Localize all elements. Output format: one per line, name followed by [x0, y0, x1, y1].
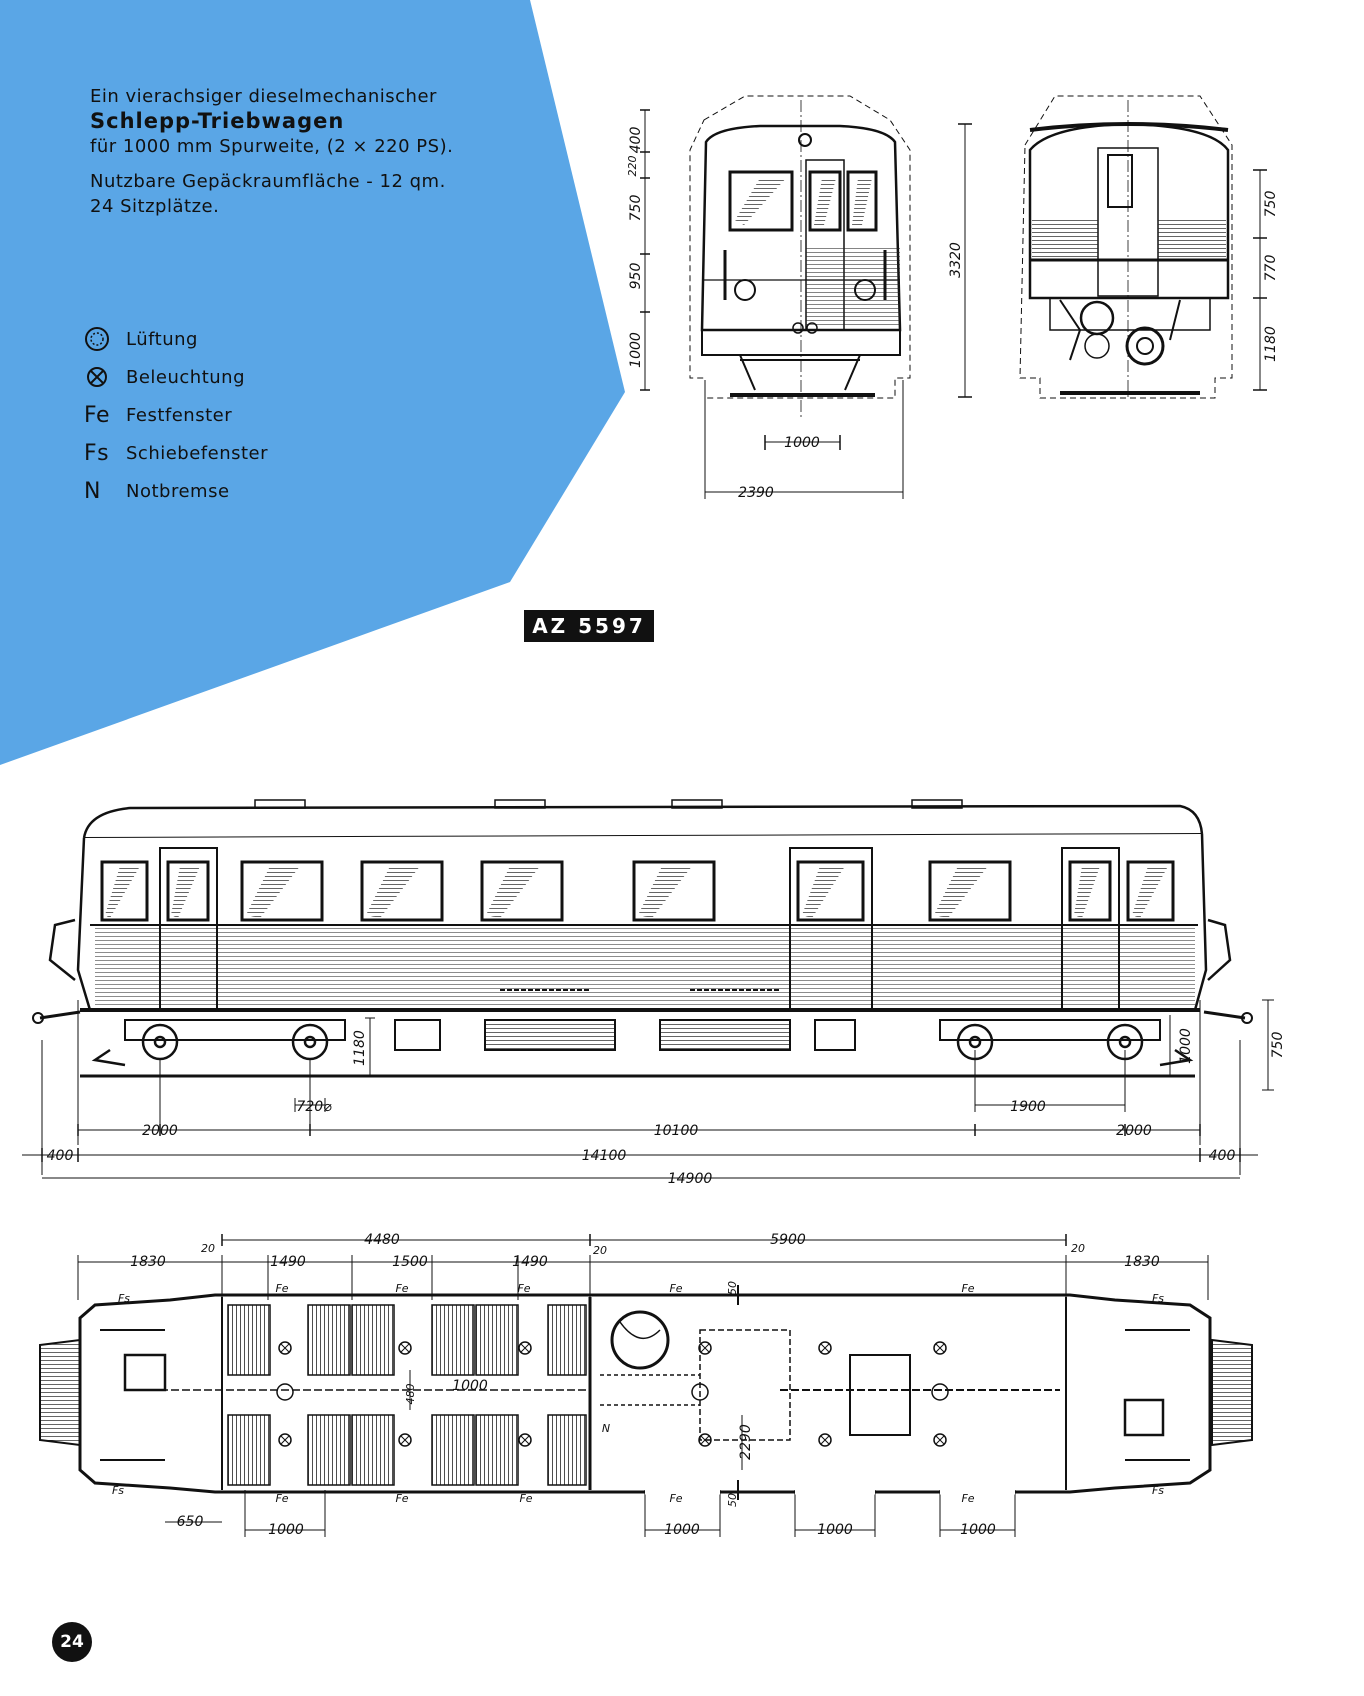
- intro-line-5: 24 Sitzplätze.: [90, 196, 220, 217]
- side-dim-body-length: 14100: [582, 1148, 627, 1164]
- plan-dim-1830-left: 1830: [130, 1254, 166, 1270]
- side-dim-floor-height: 1180: [352, 1030, 368, 1066]
- legend-item-emergency-brake: N Notbremse: [84, 472, 268, 510]
- fe-label: Fe: [519, 1492, 532, 1505]
- side-dim-wheel-diameter: 720⌀: [296, 1099, 332, 1115]
- plan-view-dimensions: 1830 20 1490 1500 1490 20 20 1830 4480 5…: [112, 1232, 1164, 1538]
- plan-dim-1000-b: 1000: [664, 1522, 700, 1538]
- intro-text-block: Ein vierachsiger dieselmechanischer Schl…: [90, 84, 453, 219]
- section-view-drawing: [1019, 95, 1267, 400]
- legend-symbol: Fe: [84, 402, 110, 428]
- front-dim-750: 750: [628, 195, 644, 222]
- side-dim-bogie-centers: 10100: [654, 1123, 699, 1139]
- plan-dim-1490-b: 1490: [512, 1254, 548, 1270]
- side-dim-overhang-left: 400: [47, 1148, 74, 1164]
- front-dim-950: 950: [628, 263, 644, 290]
- side-view-drawing: [22, 799, 1274, 1179]
- legend-item-sliding-window: Fs Schiebefenster: [84, 434, 268, 472]
- plan-dim-1000-c: 1000: [817, 1522, 853, 1538]
- n-label: N: [602, 1422, 610, 1435]
- side-dim-height-right: 1000: [1178, 1028, 1194, 1064]
- front-dim-3320: 3320: [948, 242, 964, 278]
- side-dim-overhang-right: 400: [1209, 1148, 1236, 1164]
- fe-label: Fe: [275, 1492, 288, 1505]
- fs-label: Fs: [1152, 1484, 1164, 1497]
- legend-label: Beleuchtung: [126, 366, 246, 388]
- ventilation-icon: [84, 326, 126, 352]
- legend-item-lighting: Beleuchtung: [84, 358, 268, 396]
- side-dim-bogie-wheelbase: 1900: [1010, 1099, 1046, 1115]
- plan-dim-1830-right: 1830: [1124, 1254, 1160, 1270]
- fe-label: Fe: [961, 1282, 974, 1295]
- side-dim-total-length: 14900: [668, 1171, 713, 1187]
- plan-dim-20-left: 20: [201, 1242, 215, 1255]
- plan-dim-50-top: 50: [726, 1281, 739, 1295]
- model-badge: AZ 5597: [524, 610, 654, 642]
- fs-label: Fs: [112, 1484, 124, 1497]
- intro-line-1: Ein vierachsiger dieselmechanischer: [90, 86, 437, 107]
- front-dim-1000: 1000: [628, 332, 644, 368]
- section-dim-1180: 1180: [1263, 326, 1279, 362]
- fe-label: Fe: [961, 1492, 974, 1505]
- legend-symbol: N: [84, 478, 101, 504]
- section-dim-770: 770: [1263, 255, 1279, 282]
- lighting-icon: [84, 364, 126, 390]
- fe-label: Fe: [395, 1282, 408, 1295]
- page-number: 24: [52, 1622, 92, 1662]
- plan-dim-1000-a: 1000: [268, 1522, 304, 1538]
- side-dim-bogie-right: 2000: [1116, 1123, 1152, 1139]
- legend-label: Schiebefenster: [126, 442, 269, 464]
- fe-label: Fe: [395, 1492, 408, 1505]
- legend-label: Festfenster: [126, 404, 233, 426]
- legend-item-fixed-window: Fe Festfenster: [84, 396, 268, 434]
- legend-symbol: Fs: [84, 440, 110, 466]
- fe-label: Fe: [669, 1282, 682, 1295]
- vehicle-title: Schlepp-Triebwagen: [90, 109, 345, 133]
- intro-line-4: Nutzbare Gepäckraumfläche - 12 qm.: [90, 171, 446, 192]
- plan-dim-20-mid: 20: [593, 1244, 607, 1257]
- legend-label: Notbremse: [126, 480, 230, 502]
- plan-dim-1500: 1500: [392, 1254, 428, 1270]
- front-dim-gauge: 1000: [784, 435, 820, 451]
- front-dim-220: 220: [626, 156, 639, 177]
- side-dim-coupler-height: 750: [1270, 1032, 1286, 1059]
- legend-item-ventilation: Lüftung: [84, 320, 268, 358]
- side-view-dimensions: 1180 720⌀ 1900 2000 10100 2000 400 14100…: [47, 1028, 1286, 1187]
- fe-label: Fe: [517, 1282, 530, 1295]
- fs-label: Fs: [118, 1292, 130, 1305]
- plan-dim-2290: 2290: [738, 1424, 754, 1460]
- front-view-dimensions: 400 220 750 950 1000 3320 1000 2390: [626, 127, 964, 501]
- fs-label: Fs: [1152, 1292, 1164, 1305]
- plan-dim-50-bottom: 50: [726, 1493, 739, 1507]
- plan-dim-5900: 5900: [770, 1232, 806, 1248]
- legend-label: Lüftung: [126, 328, 198, 350]
- front-dim-width: 2390: [738, 485, 774, 501]
- fe-label: Fe: [669, 1492, 682, 1505]
- side-dim-bogie-left: 2000: [142, 1123, 178, 1139]
- plan-dim-20-right: 20: [1071, 1242, 1085, 1255]
- legend: Lüftung Beleuchtung Fe Festfenster Fs Sc…: [84, 320, 268, 510]
- section-view-dimensions: 750 770 1180: [1263, 191, 1279, 362]
- plan-dim-1490-a: 1490: [270, 1254, 306, 1270]
- intro-line-3: für 1000 mm Spurweite, (2 × 220 PS).: [90, 136, 454, 157]
- plan-dim-1000-d: 1000: [960, 1522, 996, 1538]
- front-view-drawing: [640, 95, 972, 499]
- plan-dim-650: 650: [177, 1514, 204, 1530]
- plan-dim-480: 480: [404, 1384, 417, 1405]
- plan-view-drawing: [39, 1234, 1253, 1537]
- plan-dim-4480: 4480: [364, 1232, 400, 1248]
- section-dim-750: 750: [1263, 191, 1279, 218]
- fe-label: Fe: [275, 1282, 288, 1295]
- front-dim-400: 400: [628, 127, 644, 154]
- plan-dim-1000-center: 1000: [452, 1378, 488, 1394]
